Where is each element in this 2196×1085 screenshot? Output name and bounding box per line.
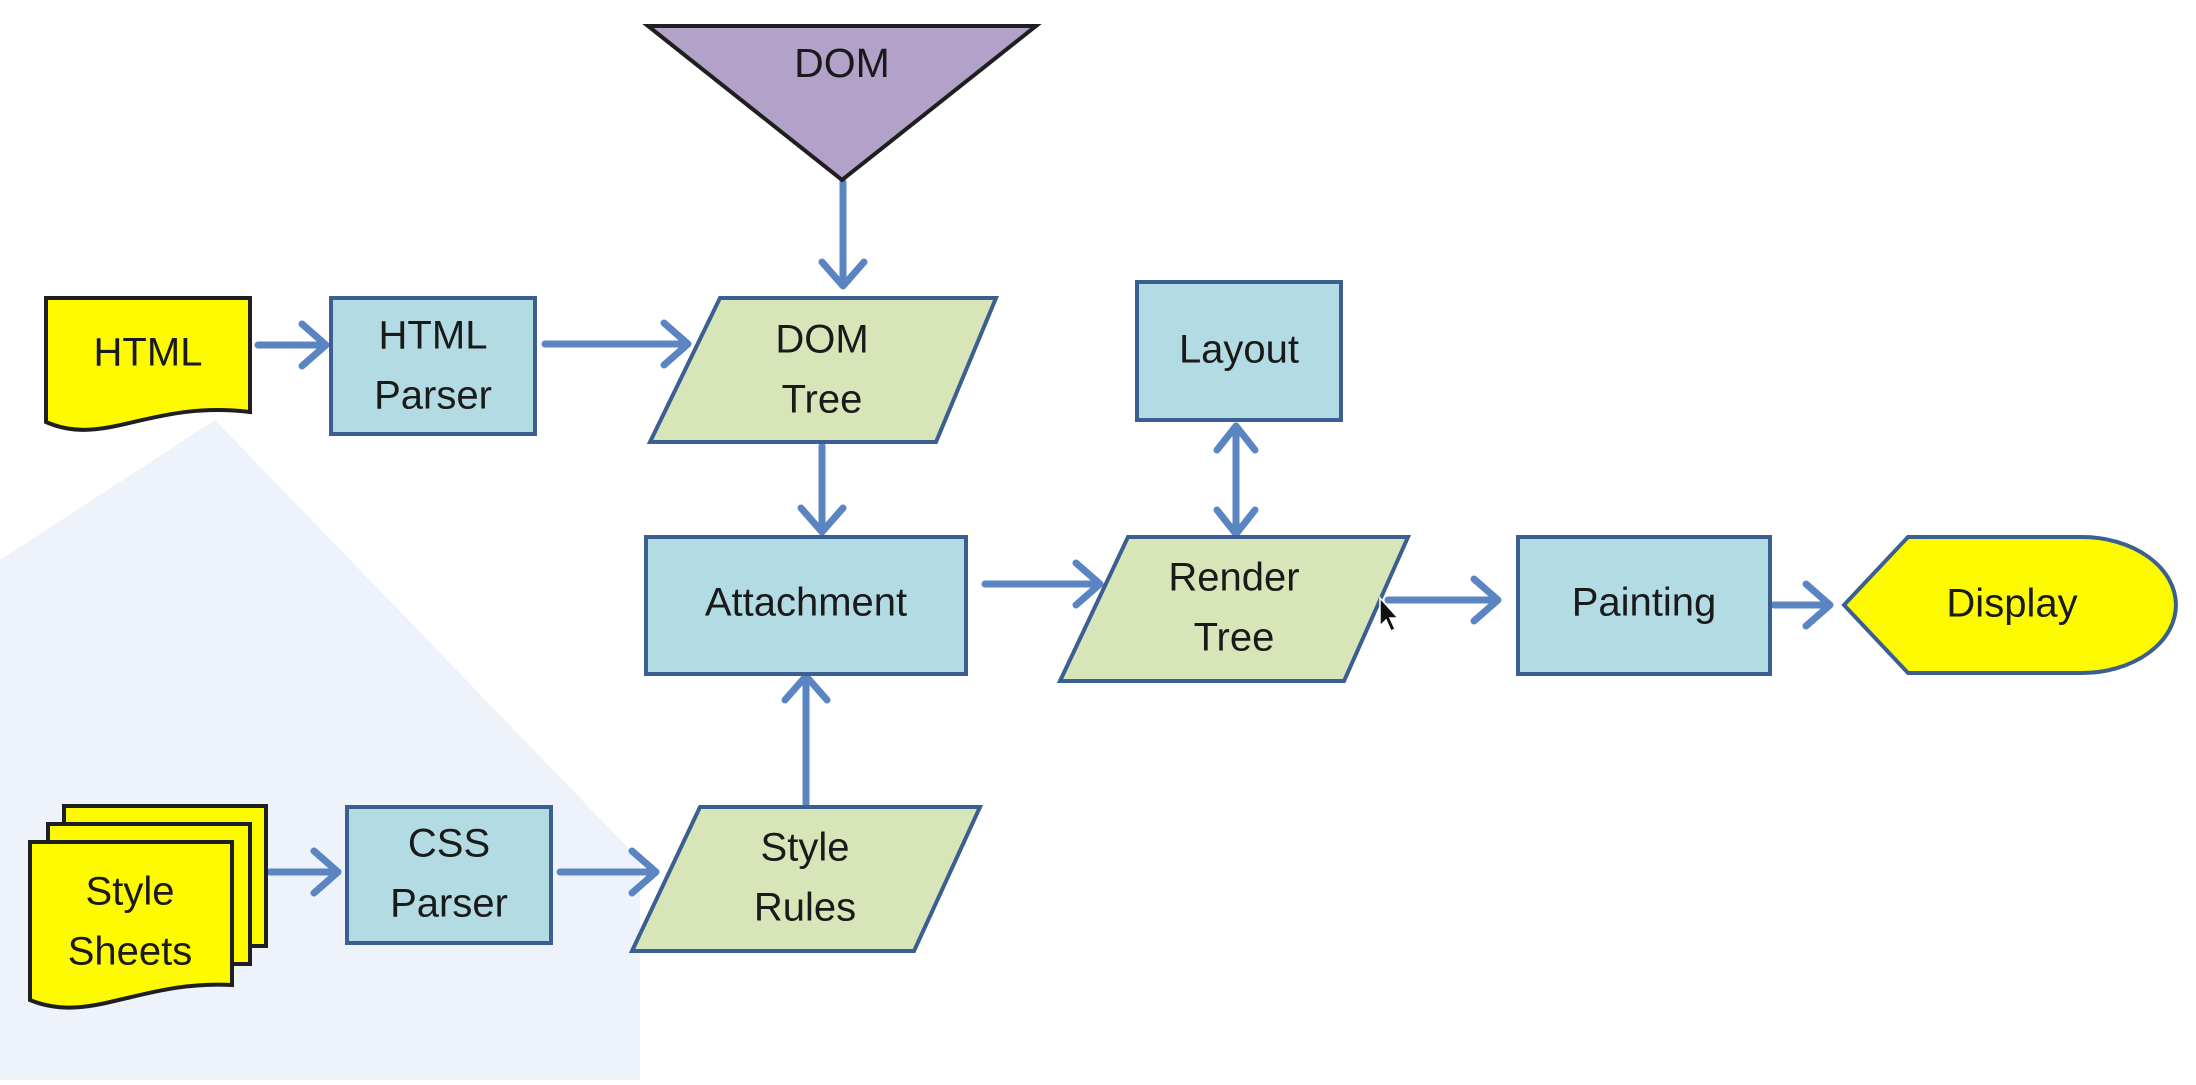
- node-attachment-label: Attachment: [705, 581, 907, 625]
- node-css-parser-line-1: CSS: [408, 822, 490, 866]
- node-style-rules-line-1: Style: [761, 826, 850, 870]
- node-style-rules: Style Rules: [628, 805, 984, 953]
- node-html-parser-line-1: HTML: [379, 314, 488, 358]
- process-box: [1135, 280, 1343, 422]
- arrowhead-render-tree-to-painting: [1470, 575, 1502, 625]
- arrowhead-dom-tree-to-attachment: [797, 504, 847, 536]
- arrowhead-html-to-html-parser: [298, 320, 330, 370]
- node-display-label: Display: [1946, 582, 2077, 626]
- arrowhead-up-render-tree-layout: [1213, 422, 1259, 454]
- arrowhead-down-render-tree-layout: [1213, 506, 1259, 538]
- node-html: HTML: [44, 296, 252, 432]
- node-style-rules-line-2: Rules: [754, 886, 856, 930]
- process-box: [329, 296, 537, 436]
- node-dom-tree: DOM Tree: [646, 296, 999, 444]
- node-dom-label: DOM: [794, 40, 890, 86]
- node-painting: Painting: [1516, 535, 1772, 676]
- node-style-sheets-line-1: Style: [86, 870, 175, 914]
- node-layout: Layout: [1135, 280, 1343, 422]
- node-css-parser-line-2: Parser: [390, 882, 508, 926]
- arrowhead-html-parser-to-dom-tree: [660, 319, 692, 369]
- data-parallelogram: [1056, 535, 1412, 683]
- node-attachment: Attachment: [644, 535, 968, 676]
- node-dom-tree-line-2: Tree: [782, 378, 863, 422]
- node-layout-label: Layout: [1179, 328, 1299, 372]
- document-shape: [44, 296, 252, 432]
- document-front-sheet: [28, 840, 234, 1010]
- node-css-parser: CSS Parser: [345, 805, 553, 945]
- process-box: [345, 805, 553, 945]
- node-display: Display: [1841, 535, 2178, 675]
- arrowhead-style-sheets-to-css-parser: [310, 847, 342, 897]
- node-html-parser: HTML Parser: [329, 296, 537, 436]
- arrowhead-painting-to-display: [1802, 580, 1834, 630]
- node-dom-tree-line-1: DOM: [775, 318, 868, 362]
- node-render-tree: Render Tree: [1056, 535, 1412, 683]
- merge-triangle-shape: [642, 24, 1042, 183]
- node-render-tree-line-1: Render: [1168, 556, 1299, 600]
- node-style-sheets: Style Sheets: [28, 804, 268, 1010]
- data-parallelogram: [628, 805, 984, 953]
- process-box: [1516, 535, 1772, 676]
- node-html-label: HTML: [94, 331, 203, 375]
- node-html-parser-line-2: Parser: [374, 374, 492, 418]
- data-parallelogram: [646, 296, 999, 444]
- arrowhead-dom-to-dom-tree: [818, 258, 868, 290]
- node-painting-label: Painting: [1572, 581, 1717, 625]
- node-style-sheets-line-2: Sheets: [68, 930, 193, 974]
- node-render-tree-line-2: Tree: [1194, 616, 1275, 660]
- display-shape: [1841, 535, 2178, 675]
- process-box: [644, 535, 968, 676]
- connectors: [254, 178, 1834, 897]
- node-dom: DOM: [642, 24, 1042, 183]
- arrowhead-attachment-to-render-tree: [1072, 559, 1104, 609]
- mouse-pointer-icon: [1379, 596, 1400, 633]
- arrowhead-css-parser-to-style-rules: [628, 847, 660, 897]
